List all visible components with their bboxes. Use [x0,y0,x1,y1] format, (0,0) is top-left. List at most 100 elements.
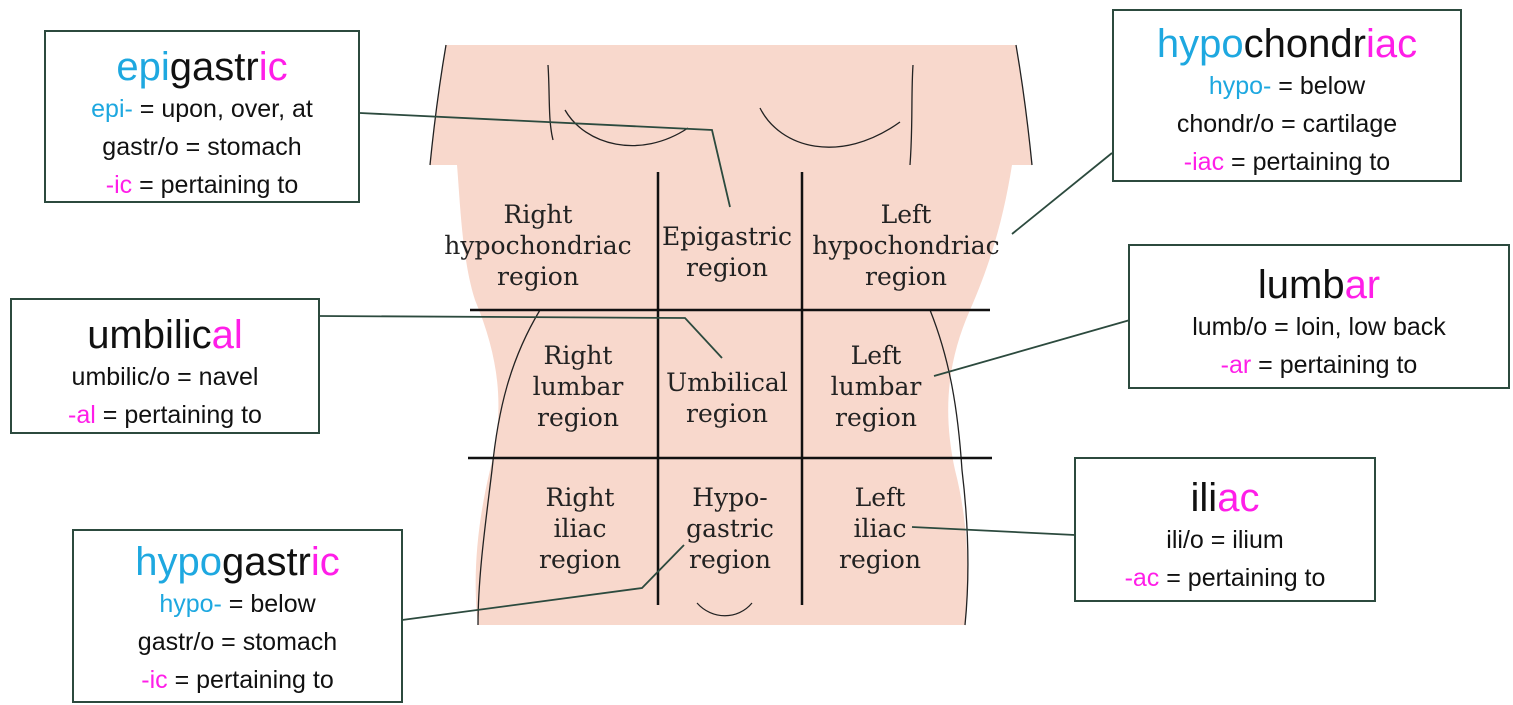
term-title: iliac [1076,475,1374,521]
term-title: hypogastric [74,539,401,585]
region-label-line: lumbar [831,372,922,401]
term-part: = upon, over, at [132,95,313,123]
definition-line: -al = pertaining to [12,396,318,434]
region-label-line: hypochondriac [444,231,631,260]
region-labels: RighthypochondriacregionEpigastricregion… [444,200,999,574]
term-title: epigastric [46,44,358,90]
term-part: umbilic/o = navel [71,363,259,391]
left-shoulder-line [429,44,447,166]
term-part: al [211,313,243,357]
region-label-line: hypochondriac [812,231,999,260]
definition-line: -iac = pertaining to [1114,143,1460,181]
left-armpit-line [547,64,554,141]
term-part: hypo [1156,22,1244,66]
region-label-line: region [497,262,579,291]
term-part: ac [1217,476,1260,520]
term-part: -iac [1183,148,1225,176]
torso-shape [430,45,1032,625]
region-label-line: region [686,399,768,428]
definition-line: lumb/o = loin, low back [1130,308,1508,346]
term-title: lumbar [1130,262,1508,308]
definition-line: gastr/o = stomach [74,623,401,661]
region-label-line: Right [544,341,613,370]
term-part: = pertaining to [1251,351,1418,379]
region-label-line: Left [881,200,932,229]
term-part: chondr [1243,22,1366,66]
definition-line: hypo- = below [74,585,401,623]
definition-line: hypo- = below [1114,67,1460,105]
term-title: umbilical [12,312,318,358]
region-label-line: region [539,545,621,574]
definition-line: umbilic/o = navel [12,358,318,396]
term-part: -ar [1220,351,1252,379]
umbilical-definition-box: umbilical umbilic/o = navel -al = pertaini… [10,298,320,434]
right-shoulder-line [1015,44,1033,166]
term-part: gastr/o = stomach [102,133,302,161]
term-part: -ac [1124,564,1160,592]
left-chest-curve [564,109,689,147]
connector-umbilical [319,315,723,359]
term-part: = below [1271,72,1366,100]
region-label-line: region [537,403,619,432]
definition-line: epi- = upon, over, at [46,90,358,128]
region-label-line: Right [504,200,573,229]
term-part: epi- [91,95,133,123]
groin-curve [696,602,753,617]
right-chest-curve [759,107,901,148]
term-part: hypo- [1208,72,1272,100]
term-part: chondr/o = cartilage [1176,110,1398,138]
region-label-line: gastric [686,514,774,543]
term-part: lumb [1257,263,1345,307]
region-label-line: Left [855,483,906,512]
term-part: ar [1344,263,1381,307]
region-label-line: Umbilical [666,368,788,397]
right-armpit-line [909,64,914,166]
region-label-line: region [835,403,917,432]
term-part: lumb/o = loin, low back [1192,313,1446,341]
region-label-line: region [686,253,768,282]
term-part: gastr [221,540,311,584]
region-label-line: lumbar [533,372,624,401]
connector-lumbar [933,319,1131,377]
definition-line: -ic = pertaining to [74,661,401,699]
term-part: gastr/o = stomach [137,628,338,656]
term-part: -al [68,401,96,429]
definition-line: -ac = pertaining to [1076,559,1374,597]
connector-iliac [911,526,1076,536]
term-part: = pertaining to [95,401,262,429]
definition-line: -ic = pertaining to [46,166,358,204]
term-part: -ic [105,171,133,199]
term-part: = below [221,590,316,618]
term-part: ic [258,45,288,89]
term-part: = pertaining to [1224,148,1391,176]
term-part: = pertaining to [167,666,334,694]
lumbar-definition-box: lumbar lumb/o = loin, low back -ar = perta… [1128,244,1510,389]
term-part: ili [1190,476,1218,520]
term-part: ic [310,540,340,584]
definition-line: ili/o = ilium [1076,521,1374,559]
term-part: = pertaining to [1159,564,1326,592]
term-part: iac [1365,22,1418,66]
definition-line: -ar = pertaining to [1130,346,1508,384]
connector-hypogastric [401,544,685,621]
region-label-line: iliac [554,514,607,543]
region-label-line: Epigastric [662,222,792,251]
term-part: = pertaining to [132,171,299,199]
term-part: umbilic [87,313,212,357]
region-label-line: Hypo- [692,483,767,512]
region-label-line: iliac [854,514,907,543]
term-part: -ic [141,666,168,694]
term-part: hypo- [159,590,222,618]
right-waist-line [929,309,969,626]
region-label-line: Left [851,341,902,370]
left-waist-line [477,309,541,626]
region-label-line: region [839,545,921,574]
connector-hypochondriac [1011,152,1113,235]
region-label-line: region [689,545,771,574]
connector-epigastric [359,112,731,208]
region-label-line: region [865,262,947,291]
